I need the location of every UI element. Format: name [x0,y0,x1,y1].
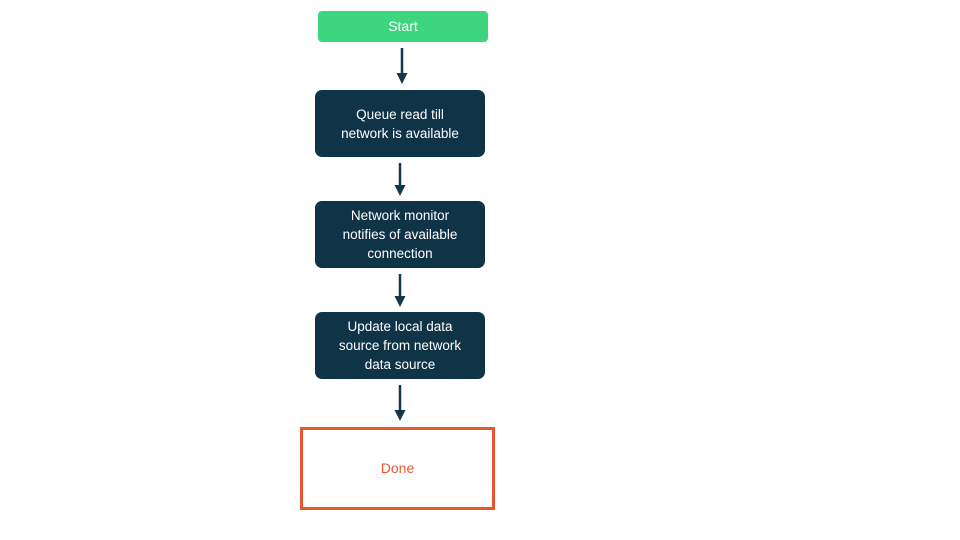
flow-node-start: Start [318,11,488,42]
flow-node-queue-read-label: Queue read till network is available [341,106,459,141]
flow-node-queue-read: Queue read till network is available [315,90,485,157]
flow-node-network-monitor: Network monitor notifies of available co… [315,201,485,268]
flow-node-network-monitor-label: Network monitor notifies of available co… [342,208,458,261]
arrow-update-to-done [394,385,406,421]
flow-node-done-label: Done [380,460,415,476]
flow-node-done: Done [300,427,495,510]
flow-node-start-label: Start [388,18,418,34]
arrow-monitor-to-update [394,274,406,307]
arrow-start-to-queue [396,48,408,84]
arrow-queue-to-monitor [394,163,406,196]
flow-node-update-source-label: Update local data source from network da… [338,319,462,372]
flow-node-update-source: Update local data source from network da… [315,312,485,379]
